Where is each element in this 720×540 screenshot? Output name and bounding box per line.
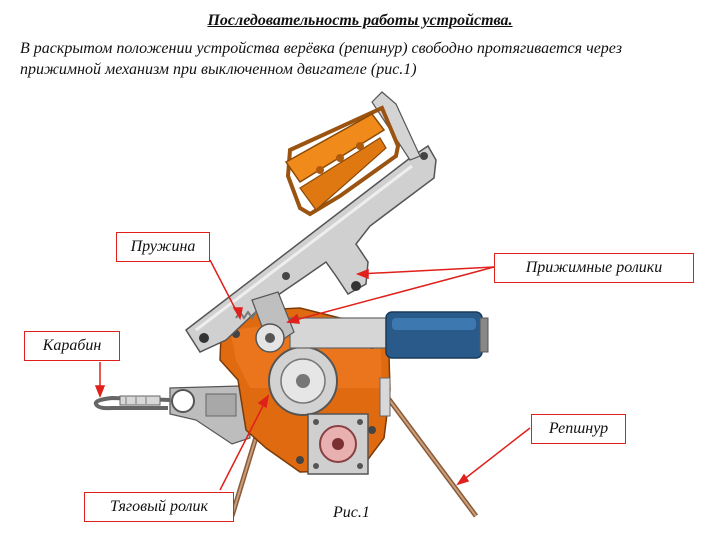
description: В раскрытом положении устройства верёвка…	[20, 38, 710, 80]
carabiner-label: Карабин	[24, 331, 120, 361]
description-line-1: В раскрытом положении устройства верёвка…	[20, 40, 622, 57]
carabiner-plate	[169, 385, 251, 445]
leader-lines	[94, 259, 531, 491]
traction-roller	[268, 346, 338, 416]
pressure-roller	[251, 291, 295, 353]
page-title: Последовательность работы устройства.	[207, 12, 513, 29]
cord-label: Репшнур	[531, 414, 626, 444]
side-plate	[379, 377, 391, 417]
pressure-rollers-label: Прижимные ролики	[494, 253, 694, 283]
description-line-2: прижимной механизм при выключенном двига…	[20, 61, 417, 78]
gearbox	[307, 413, 369, 475]
handle	[284, 91, 421, 217]
spring-label: Пружина	[116, 232, 210, 262]
figure-caption: Рис.1	[333, 504, 370, 521]
traction-roller-label: Тяговый ролик	[84, 492, 234, 522]
carabiner	[93, 395, 171, 411]
motor	[289, 311, 489, 359]
